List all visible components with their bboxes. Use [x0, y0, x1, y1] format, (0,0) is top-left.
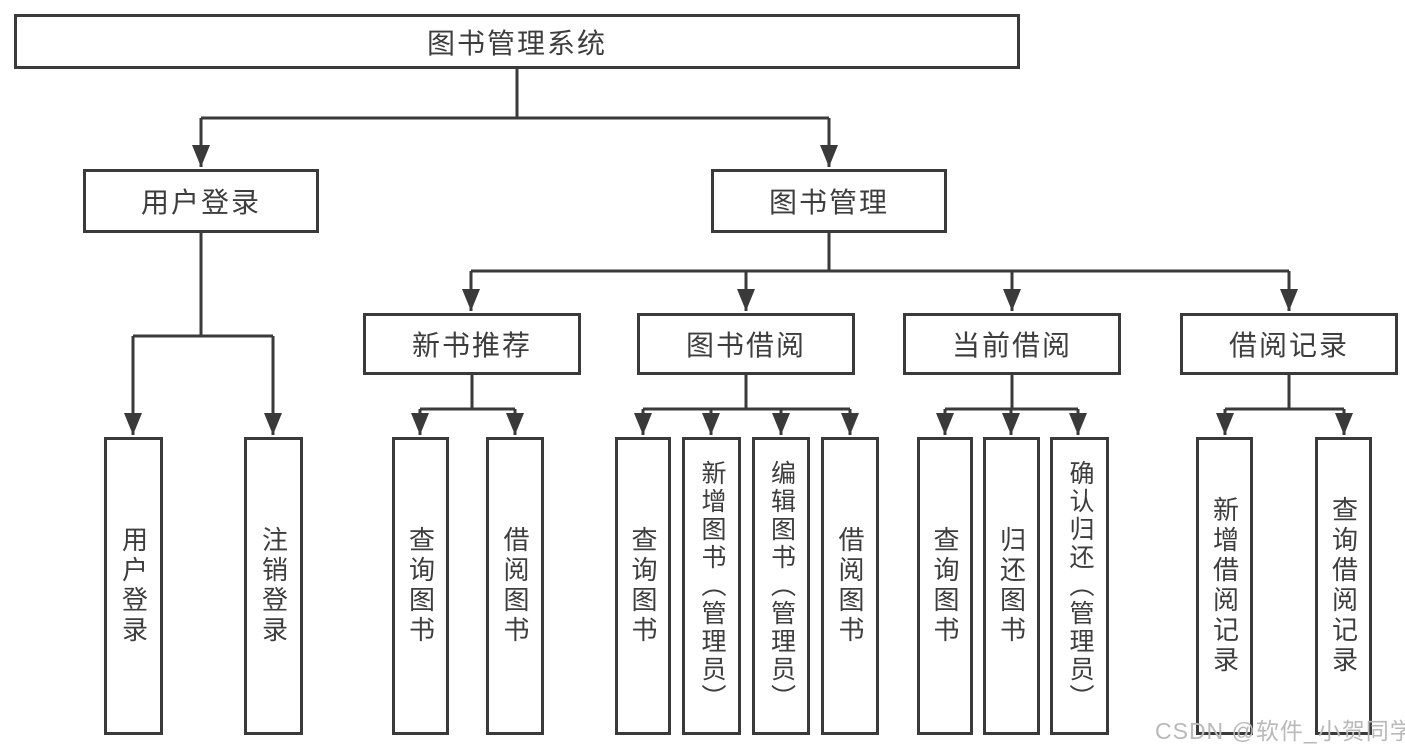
leaf-add-borrow-record: 新增借阅记录: [1196, 437, 1253, 735]
leaf-return-book: 归还图书: [983, 437, 1040, 735]
leaf-label: 查询图书: [628, 526, 658, 646]
leaf-query-book-3: 查询图书: [917, 437, 973, 735]
node-borrow-records: 借阅记录: [1180, 313, 1398, 375]
leaf-label: 编辑图书（管理员）: [767, 460, 796, 712]
node-book-borrow: 图书借阅: [637, 313, 855, 375]
leaf-borrow-book-2: 借阅图书: [821, 437, 879, 735]
leaf-user-login: 用户登录: [104, 437, 163, 735]
leaf-confirm-return-admin: 确认归还（管理员）: [1050, 437, 1109, 735]
leaf-query-book-2: 查询图书: [615, 437, 671, 735]
node-root-system: 图书管理系统: [14, 14, 1020, 69]
leaf-label: 查询图书: [930, 526, 960, 646]
leaf-label: 查询图书: [405, 526, 436, 646]
leaf-edit-book-admin: 编辑图书（管理员）: [752, 437, 810, 735]
leaf-label: 归还图书: [996, 526, 1027, 646]
leaf-label: 确认归还（管理员）: [1066, 460, 1094, 712]
leaf-label: 新增借阅记录: [1209, 496, 1240, 676]
leaf-query-borrow-record: 查询借阅记录: [1315, 437, 1372, 735]
leaf-label: 注销登录: [258, 526, 289, 646]
leaf-label: 借阅图书: [500, 526, 530, 646]
leaf-label: 借阅图书: [835, 526, 865, 646]
leaf-borrow-book-1: 借阅图书: [486, 437, 544, 735]
leaf-add-book-admin: 新增图书（管理员）: [682, 437, 741, 735]
leaf-label: 查询借阅记录: [1328, 496, 1359, 676]
leaf-label: 新增图书（管理员）: [698, 460, 726, 712]
node-book-mgmt: 图书管理: [711, 169, 947, 233]
watermark: CSDN @软件_小贺同学: [1155, 718, 1405, 744]
leaf-query-book-1: 查询图书: [392, 437, 449, 735]
leaf-logout: 注销登录: [244, 437, 303, 735]
node-current-borrow: 当前借阅: [903, 313, 1121, 375]
node-user-login: 用户登录: [83, 169, 319, 233]
node-new-book-rec: 新书推荐: [363, 313, 581, 375]
leaf-label: 用户登录: [118, 526, 149, 646]
